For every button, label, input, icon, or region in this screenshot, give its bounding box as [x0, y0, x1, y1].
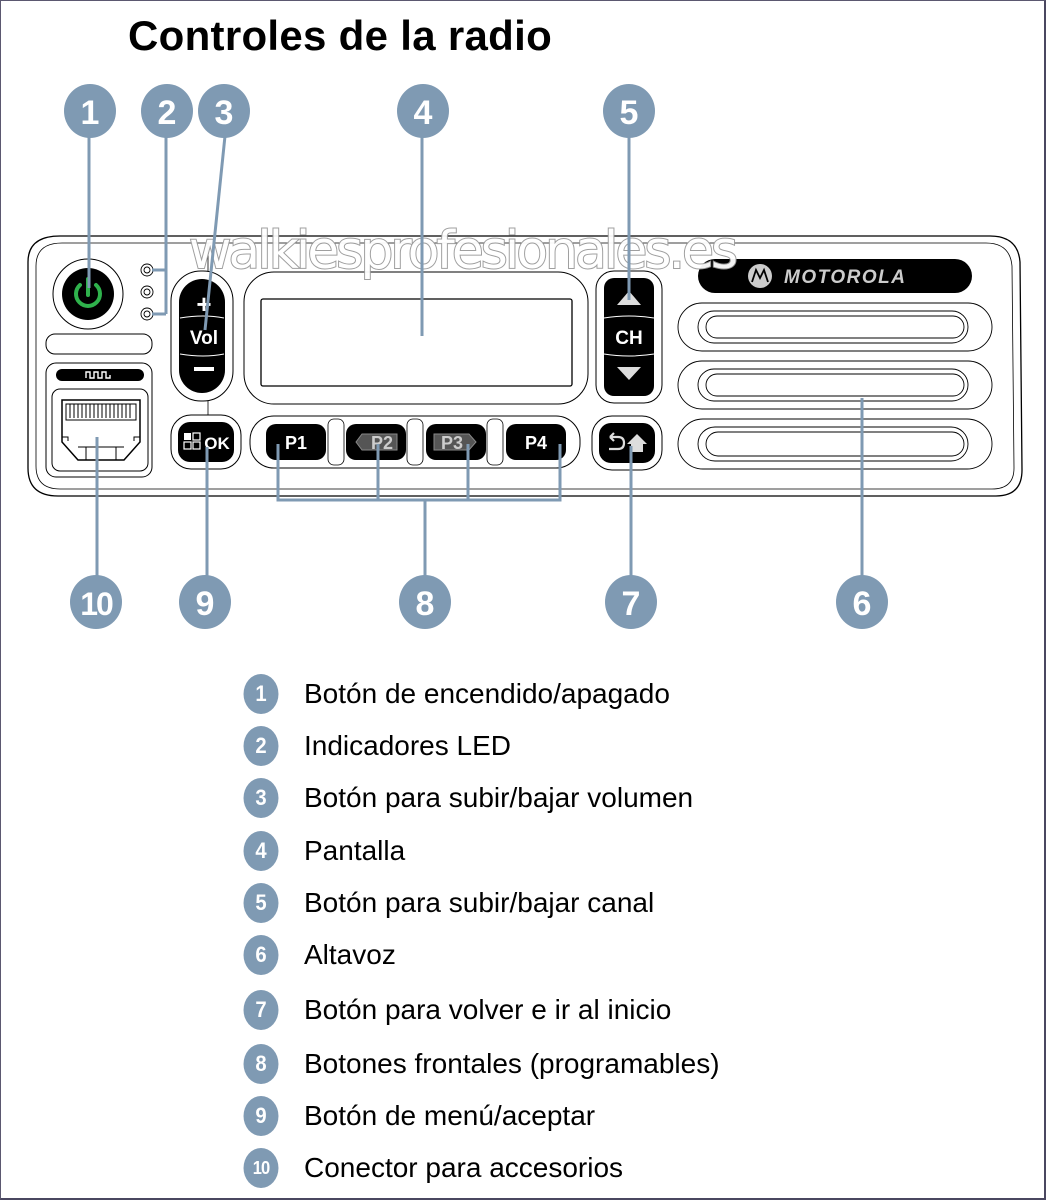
volume-down-icon — [194, 367, 214, 371]
volume-button[interactable]: + Vol — [170, 270, 234, 402]
led-1 — [140, 263, 154, 277]
legend-label: Botón para subir/bajar canal — [304, 887, 655, 918]
svg-text:6: 6 — [853, 585, 872, 623]
legend-label: Botón de encendido/apagado — [304, 678, 670, 709]
legend-label: Pantalla — [304, 835, 406, 866]
svg-text:P3: P3 — [441, 433, 463, 453]
channel-button[interactable]: CH — [595, 270, 663, 404]
callout-1: 1 — [64, 84, 116, 138]
legend-item: 7 Botón para volver e ir al inicio — [242, 988, 671, 1032]
legend-number-badge: 2 — [243, 726, 279, 766]
legend-number-badge: 9 — [243, 1096, 279, 1136]
p3-button[interactable]: P3 — [426, 424, 486, 460]
p1-button[interactable]: P1 — [266, 424, 326, 460]
callout-8: 8 — [399, 575, 451, 629]
legend-label: Indicadores LED — [304, 730, 512, 761]
svg-text:8: 8 — [416, 585, 435, 623]
svg-text:7: 7 — [622, 585, 641, 623]
svg-text:P4: P4 — [525, 433, 547, 453]
callout-9: 9 — [179, 575, 231, 629]
callout-10: 10 — [70, 575, 122, 629]
legend-number-badge: 1 — [243, 674, 279, 714]
svg-text:5: 5 — [620, 94, 639, 132]
legend-item: 4 Pantalla — [242, 829, 405, 873]
ok-label: OK — [204, 434, 230, 453]
watermark: walkiesprofesionales.es — [189, 221, 736, 281]
legend-number-badge: 7 — [243, 990, 279, 1030]
svg-text:P2: P2 — [371, 433, 393, 453]
legend-item: 9 Botón de menú/aceptar — [242, 1094, 595, 1138]
legend-item: 6 Altavoz — [242, 933, 396, 977]
legend-number-badge: 3 — [243, 778, 279, 818]
right-arrow-icon — [433, 433, 477, 451]
motorola-logo: MOTOROLA — [698, 259, 972, 293]
legend-item: 2 Indicadores LED — [242, 724, 511, 768]
legend-number-badge: 8 — [243, 1044, 279, 1084]
svg-text:4: 4 — [414, 94, 433, 132]
svg-text:10: 10 — [80, 586, 113, 622]
svg-text:2: 2 — [158, 94, 177, 132]
triangle-down-icon — [617, 367, 641, 380]
led-indicators — [140, 263, 154, 321]
led-2 — [140, 285, 154, 299]
legend-number-badge: 5 — [243, 883, 279, 923]
menu-ok-button[interactable]: OK — [170, 414, 242, 470]
legend-number-badge: 4 — [243, 831, 279, 871]
svg-text:3: 3 — [215, 94, 234, 132]
legend-item: 3 Botón para subir/bajar volumen — [242, 776, 693, 820]
accessory-connector[interactable] — [45, 362, 153, 478]
legend-item: 5 Botón para subir/bajar canal — [242, 881, 654, 925]
channel-label: CH — [615, 328, 642, 349]
programmable-buttons: P1 P2 P3 P4 — [249, 415, 581, 469]
legend-item: 8 Botones frontales (programables) — [242, 1042, 720, 1086]
p2-button[interactable]: P2 — [346, 424, 406, 460]
svg-text:P1: P1 — [285, 433, 307, 453]
callout-2: 2 — [141, 84, 193, 138]
led-3 — [140, 307, 154, 321]
legend-label: Botón para subir/bajar volumen — [304, 782, 694, 813]
callout-4: 4 — [397, 84, 449, 138]
leader-lines — [87, 135, 864, 578]
speaker-grille — [677, 302, 993, 470]
legend-label: Botones frontales (programables) — [304, 1048, 720, 1079]
callout-6: 6 — [836, 575, 888, 629]
back-arrow-icon — [609, 432, 626, 451]
radio-diagram: + Vol OK P1 P2 — [27, 84, 1023, 629]
callout-3: 3 — [198, 84, 250, 138]
pulse-icon — [85, 371, 111, 379]
volume-label: Vol — [190, 328, 218, 349]
svg-text:MOTOROLA: MOTOROLA — [784, 267, 906, 288]
label-slot — [45, 333, 153, 355]
menu-grid-icon — [183, 432, 201, 450]
callout-5: 5 — [603, 84, 655, 138]
svg-text:9: 9 — [196, 585, 215, 623]
callout-7: 7 — [605, 575, 657, 629]
legend-number-badge: 10 — [243, 1148, 279, 1188]
legend-item: 10 Conector para accesorios — [242, 1146, 623, 1190]
display-screen — [243, 271, 589, 405]
p4-button[interactable]: P4 — [506, 424, 566, 460]
legend-label: Botón de menú/aceptar — [304, 1100, 596, 1131]
legend-label: Botón para volver e ir al inicio — [304, 994, 672, 1025]
legend-label: Altavoz — [304, 939, 396, 970]
left-arrow-icon — [355, 433, 398, 451]
page-title: Controles de la radio — [128, 12, 553, 59]
legend-number-badge: 6 — [243, 935, 279, 975]
legend-label: Conector para accesorios — [304, 1152, 624, 1183]
back-home-button[interactable] — [591, 415, 663, 471]
legend-item: 1 Botón de encendido/apagado — [242, 672, 670, 716]
svg-text:1: 1 — [81, 94, 100, 132]
